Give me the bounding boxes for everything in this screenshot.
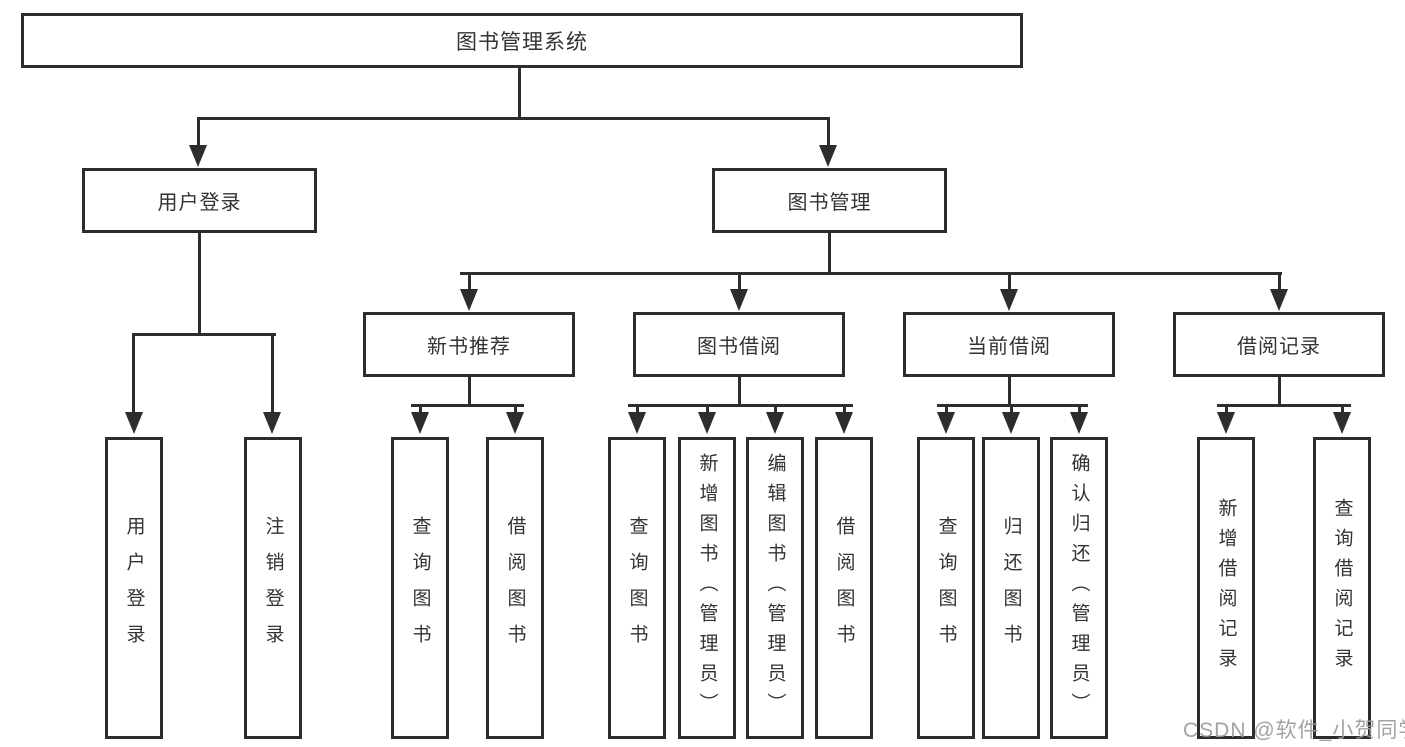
connector-line (774, 404, 777, 414)
leaf-borrow-edit-books-admin: 编辑图书（管理员） (746, 437, 804, 739)
leaf-label: 查询图书 (409, 516, 431, 660)
connector-line (1078, 404, 1081, 414)
connector-line (1217, 404, 1351, 407)
connector-line (411, 404, 524, 407)
connector-line (1225, 404, 1228, 414)
connector-line (132, 333, 276, 336)
leaf-current-return-books: 归还图书 (982, 437, 1040, 739)
connector-line (514, 404, 517, 414)
connector-line (198, 233, 201, 335)
connector-line (636, 404, 639, 414)
connector-line (419, 404, 422, 414)
node-book-borrowing: 图书借阅 (633, 312, 845, 377)
connector-line (132, 333, 135, 413)
arrowhead-down-icon (1333, 412, 1351, 434)
leaf-label: 借阅图书 (504, 516, 526, 660)
leaf-records-add-record: 新增借阅记录 (1197, 437, 1255, 739)
connector-line (1010, 404, 1013, 414)
leaf-label: 查询图书 (626, 516, 648, 660)
connector-line (1341, 404, 1344, 414)
connector-line (197, 117, 830, 120)
leaf-label: 编辑图书（管理员） (764, 453, 786, 723)
arrowhead-down-icon (506, 412, 524, 434)
leaf-label: 注销登录 (262, 516, 284, 660)
arrowhead-down-icon (698, 412, 716, 434)
node-current-borrowing: 当前借阅 (903, 312, 1115, 377)
csdn-watermark: CSDN @软件_小贺同学 (1183, 719, 1405, 742)
connector-line (1278, 377, 1281, 406)
connector-line (706, 404, 709, 414)
leaf-borrow-query-books: 查询图书 (608, 437, 666, 739)
arrowhead-down-icon (1217, 412, 1235, 434)
leaf-newbook-borrow-books: 借阅图书 (486, 437, 544, 739)
connector-line (628, 404, 853, 407)
connector-line (271, 333, 274, 413)
connector-line (1008, 377, 1011, 406)
connector-line (1278, 272, 1281, 291)
connector-line (468, 377, 471, 406)
leaf-borrow-borrow-books: 借阅图书 (815, 437, 873, 739)
arrowhead-down-icon (937, 412, 955, 434)
leaf-label: 新增图书（管理员） (696, 453, 718, 723)
node-root: 图书管理系统 (21, 13, 1023, 68)
arrowhead-down-icon (189, 145, 207, 167)
leaf-label: 用户登录 (123, 516, 145, 660)
connector-line (828, 233, 831, 275)
connector-line (460, 272, 1282, 275)
arrowhead-down-icon (766, 412, 784, 434)
leaf-user-login: 用户登录 (105, 437, 163, 739)
connector-line (197, 117, 200, 149)
connector-line (1008, 272, 1011, 291)
arrowhead-down-icon (628, 412, 646, 434)
leaf-logout: 注销登录 (244, 437, 302, 739)
connector-line (518, 68, 521, 120)
connector-line (738, 272, 741, 291)
leaf-label: 归还图书 (1000, 516, 1022, 660)
arrowhead-down-icon (125, 412, 143, 434)
connector-line (468, 272, 471, 291)
leaf-newbook-query-books: 查询图书 (391, 437, 449, 739)
node-borrowing-records: 借阅记录 (1173, 312, 1385, 377)
arrowhead-down-icon (1002, 412, 1020, 434)
node-book-management: 图书管理 (712, 168, 947, 233)
connector-line (827, 117, 830, 149)
leaf-borrow-add-books-admin: 新增图书（管理员） (678, 437, 736, 739)
arrowhead-down-icon (1000, 289, 1018, 311)
leaf-current-confirm-return-admin: 确认归还（管理员） (1050, 437, 1108, 739)
leaf-label: 查询借阅记录 (1331, 498, 1353, 678)
arrowhead-down-icon (411, 412, 429, 434)
leaf-current-query-books: 查询图书 (917, 437, 975, 739)
node-new-book-recommend: 新书推荐 (363, 312, 575, 377)
arrowhead-down-icon (263, 412, 281, 434)
connector-line (738, 377, 741, 406)
arrowhead-down-icon (835, 412, 853, 434)
leaf-label: 确认归还（管理员） (1068, 453, 1090, 723)
arrowhead-down-icon (730, 289, 748, 311)
arrowhead-down-icon (1270, 289, 1288, 311)
leaf-label: 新增借阅记录 (1215, 498, 1237, 678)
leaf-label: 借阅图书 (833, 516, 855, 660)
leaf-records-query-record: 查询借阅记录 (1313, 437, 1371, 739)
connector-line (843, 404, 846, 414)
connector-line (945, 404, 948, 414)
leaf-label: 查询图书 (935, 516, 957, 660)
arrowhead-down-icon (819, 145, 837, 167)
arrowhead-down-icon (460, 289, 478, 311)
node-user-login: 用户登录 (82, 168, 317, 233)
arrowhead-down-icon (1070, 412, 1088, 434)
